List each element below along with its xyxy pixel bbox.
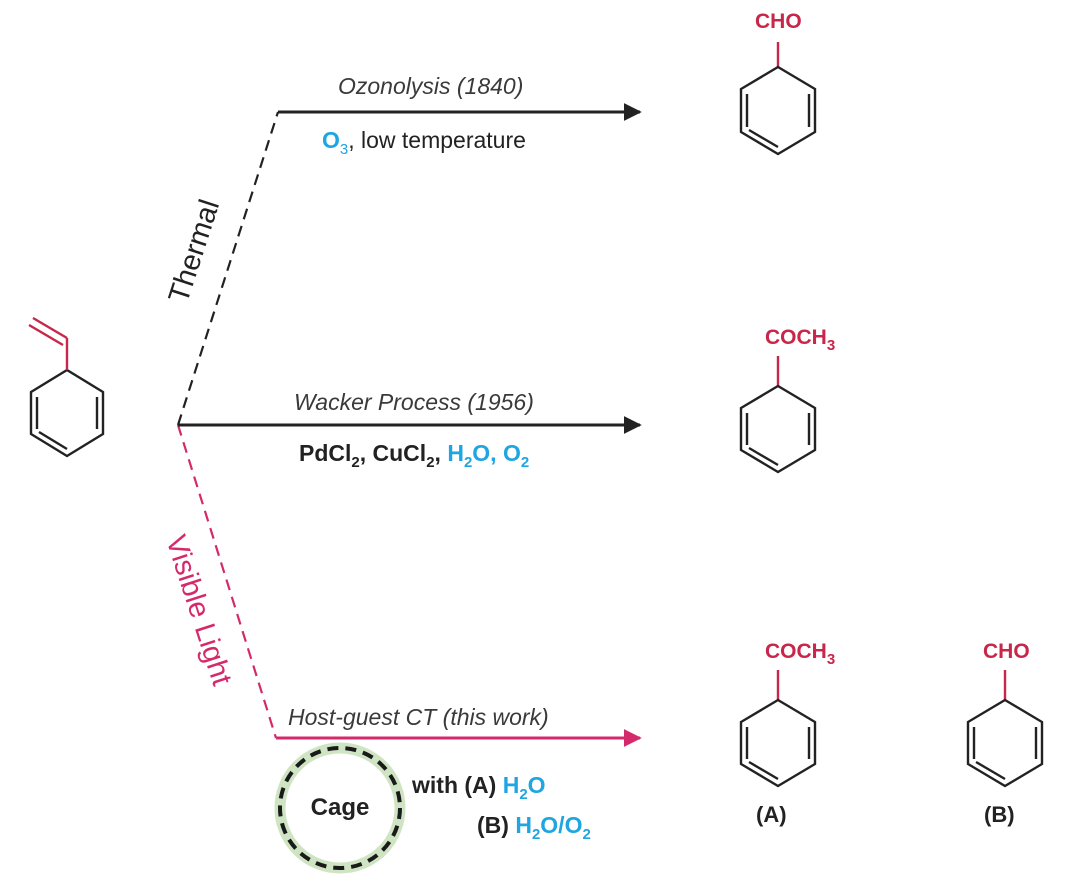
product-b-label: (B) [984, 802, 1015, 827]
product-b-group: CHO [983, 640, 1030, 663]
product-b-structure [966, 670, 1044, 788]
acetophenone-structure [739, 356, 817, 474]
host-guest-condition-b: (B) H2O/O2 [477, 812, 591, 843]
product-a-structure [739, 670, 817, 788]
wacker-product-group: COCH3 [765, 326, 836, 354]
benzaldehyde-structure [739, 42, 817, 156]
product-a-group: COCH3 [765, 640, 836, 668]
ozonolysis-title: Ozonolysis (1840) [338, 73, 524, 99]
ozonolysis-conditions: O3, low temperature [322, 127, 526, 158]
wacker-title: Wacker Process (1956) [294, 389, 534, 415]
wacker-conditions: PdCl2, CuCl2, H2O, O2 [299, 440, 530, 471]
host-guest-title: Host-guest CT (this work) [288, 704, 549, 730]
styrene-structure [28, 316, 105, 458]
product-a-label: (A) [756, 802, 787, 827]
cage-label: Cage [310, 794, 370, 821]
ozonolysis-product-group: CHO [755, 10, 802, 33]
thermal-branch-line [176, 111, 280, 426]
light-branch-line [176, 424, 278, 739]
host-guest-condition-a: with (A) H2O [412, 772, 546, 803]
